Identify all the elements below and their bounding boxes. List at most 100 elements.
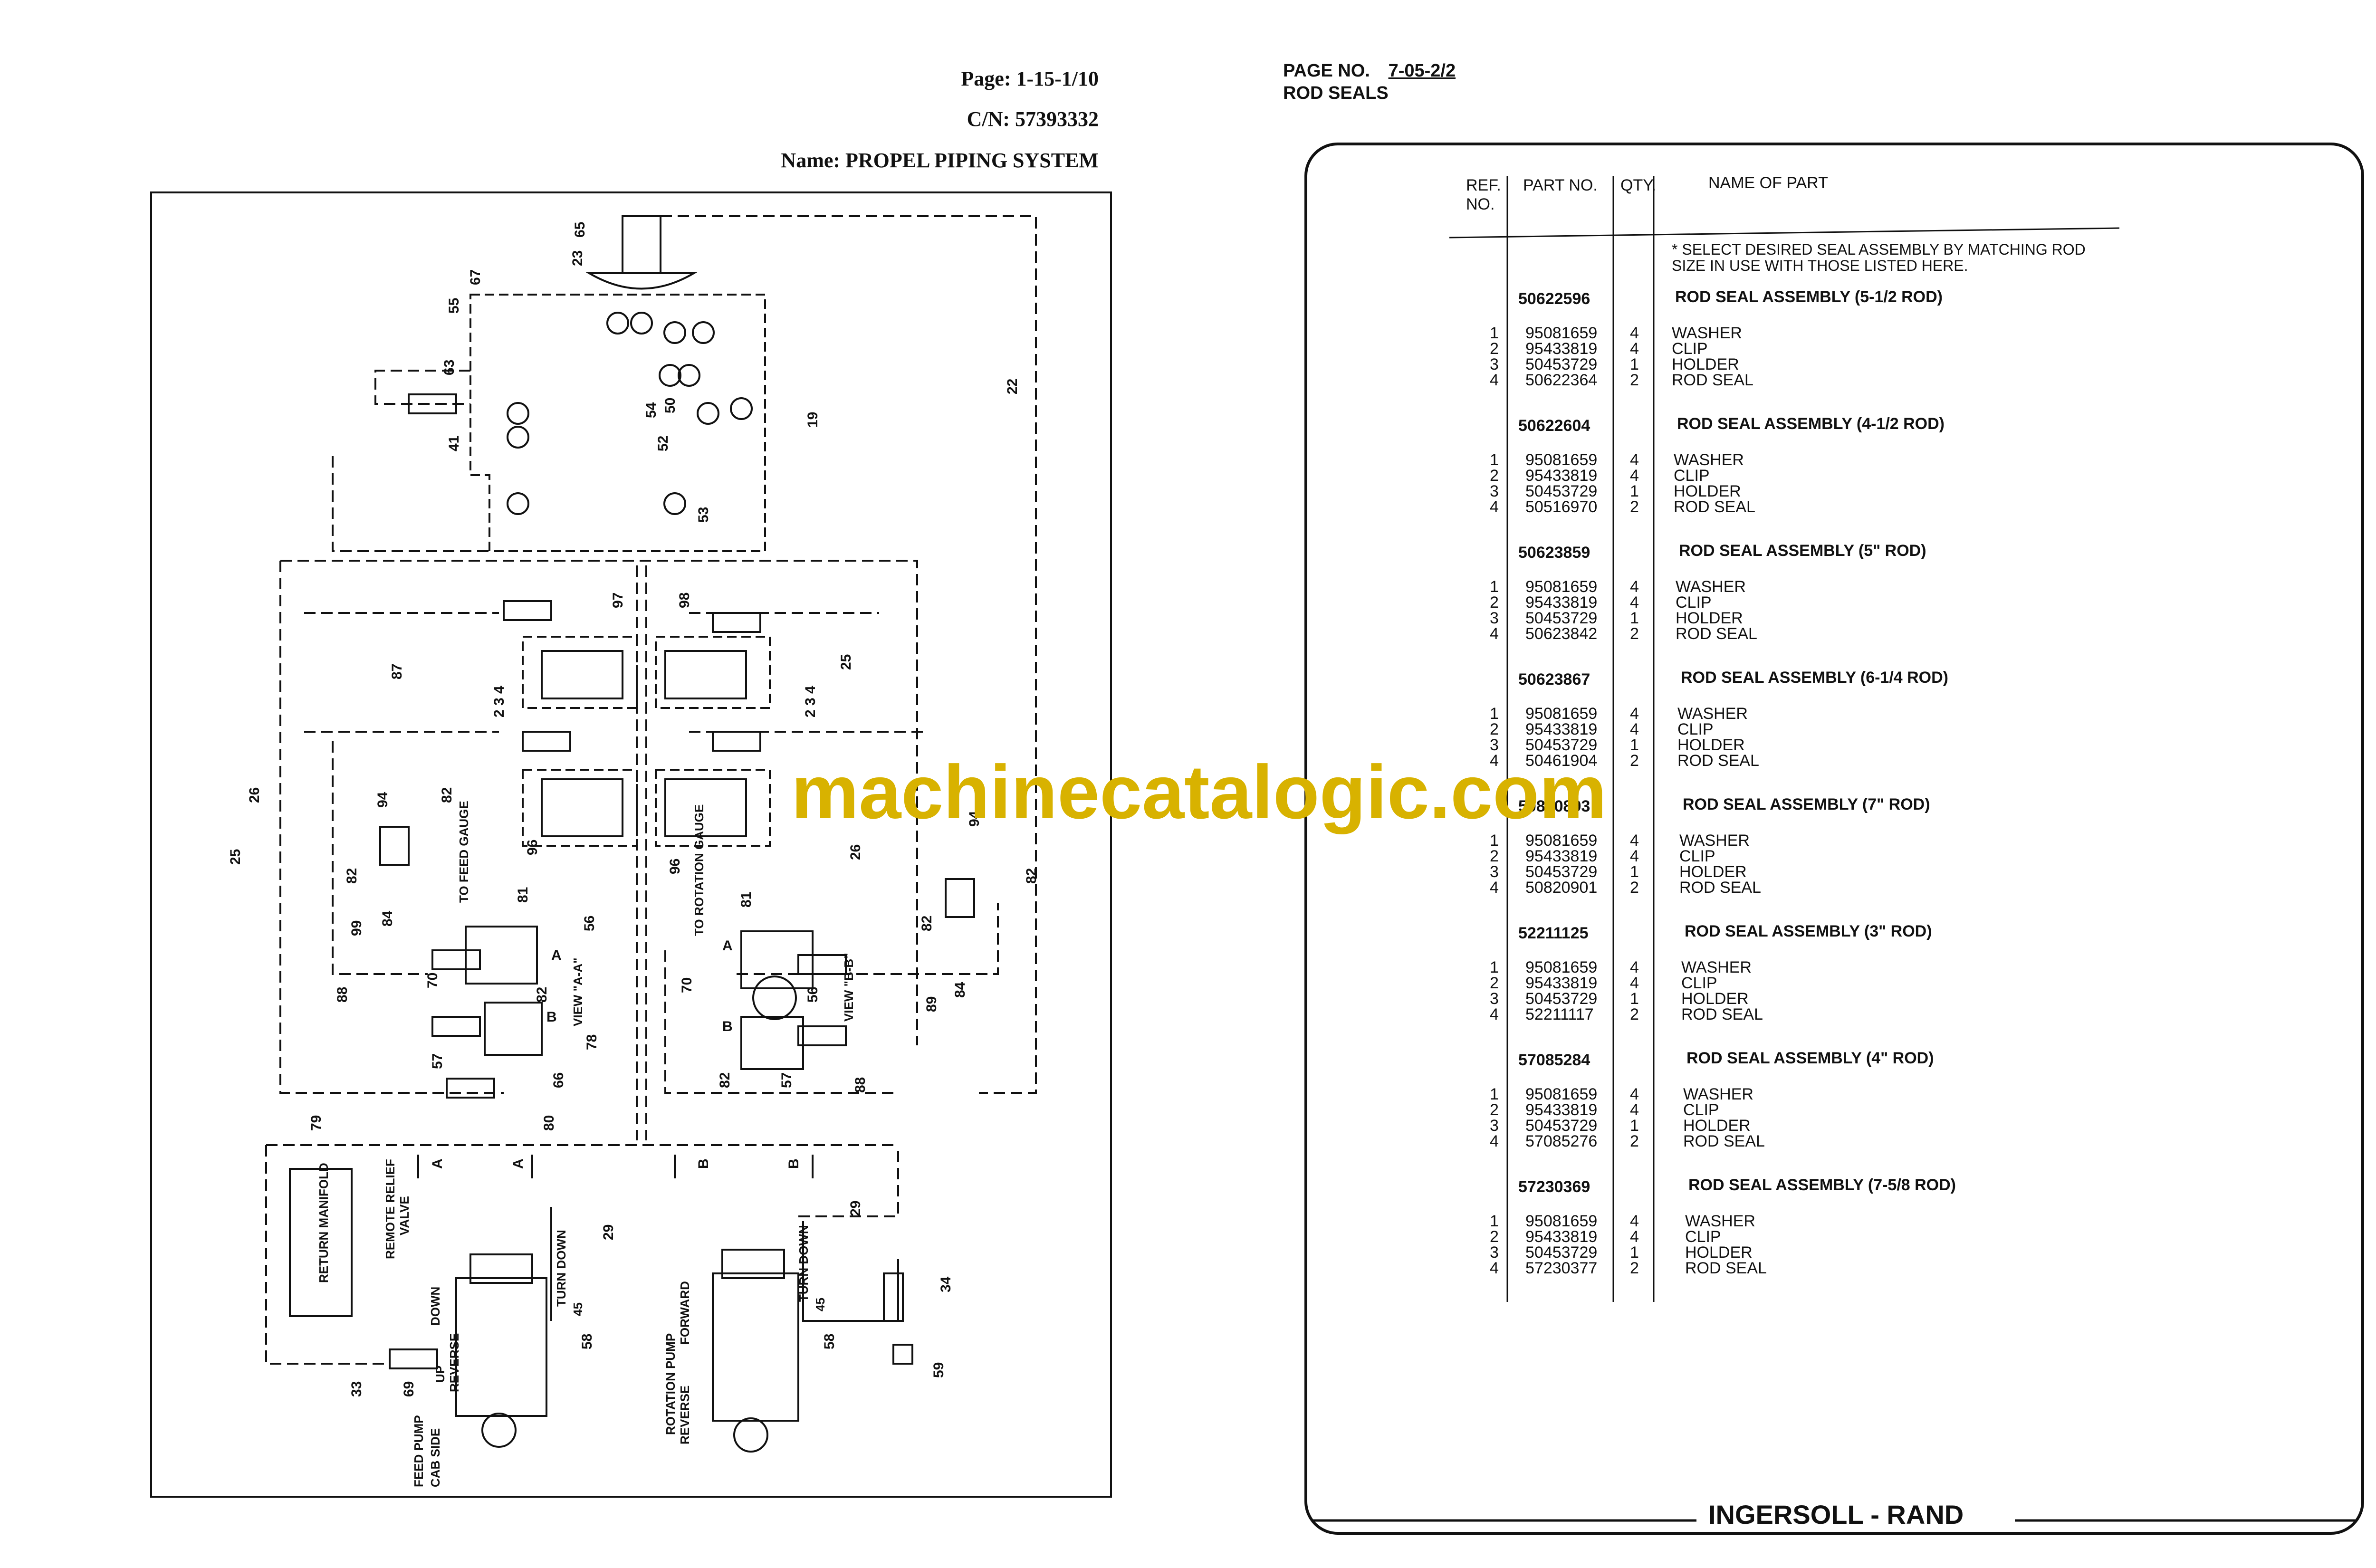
callout-29-left: 29: [601, 1224, 616, 1240]
callout-88-left: 88: [335, 987, 350, 1003]
ref-no-cell: 3: [1490, 355, 1499, 373]
callout-69: 69: [401, 1381, 417, 1397]
ref-no-cell: 3: [1490, 736, 1499, 754]
part-name-cell: ROD SEAL: [1677, 752, 1759, 770]
ref-no-cell: 4: [1490, 1005, 1499, 1023]
label-B-manifold: B: [546, 1009, 557, 1025]
part-no-cell: 95081659: [1525, 578, 1598, 596]
part-no-cell: 95081659: [1525, 1212, 1598, 1230]
assembly-part-number: 50623859: [1518, 544, 1590, 562]
qty-cell: 4: [1630, 847, 1639, 865]
assembly-name: ROD SEAL ASSEMBLY (6-1/4 ROD): [1681, 669, 1949, 687]
section-B-left: B: [696, 1158, 711, 1169]
qty-cell: 4: [1630, 467, 1639, 485]
callout-26-left: 26: [247, 787, 262, 803]
callout-82-right-b: 82: [919, 916, 935, 931]
qty-cell: 4: [1630, 974, 1639, 992]
ref-no-cell: 4: [1490, 1132, 1499, 1150]
ref-no-cell: 2: [1490, 467, 1499, 485]
part-no-cell: 50453729: [1525, 863, 1598, 881]
callout-82-left-b: 82: [344, 868, 360, 884]
assembly-part-number: 50622596: [1518, 290, 1590, 308]
part-name-cell: CLIP: [1672, 340, 1708, 358]
ref-no-cell: 4: [1490, 752, 1499, 770]
turn-down-45-right: 45: [813, 1298, 827, 1311]
ref-no-cell: 3: [1490, 609, 1499, 627]
callout-87: 87: [389, 664, 405, 679]
section-B-right: B: [786, 1158, 802, 1169]
assembly-name: ROD SEAL ASSEMBLY (7" ROD): [1683, 795, 1930, 813]
qty-cell: 4: [1630, 340, 1639, 358]
callout-79: 79: [308, 1115, 324, 1131]
part-no-cell: 95433819: [1525, 340, 1598, 358]
label-B-manifold-right: B: [722, 1019, 733, 1034]
part-name-cell: CLIP: [1685, 1228, 1721, 1246]
ref-no-cell: 3: [1490, 482, 1499, 500]
part-no-cell: 95081659: [1525, 451, 1598, 469]
to-rotation-gauge-label: TO ROTATION GAUGE: [692, 804, 706, 936]
part-name-cell: HOLDER: [1674, 482, 1741, 500]
callout-29-right: 29: [848, 1201, 863, 1216]
part-name-cell: WASHER: [1685, 1212, 1755, 1230]
callout-25-left: 25: [228, 849, 243, 865]
part-name-cell: ROD SEAL: [1674, 498, 1755, 516]
callout-54: 54: [643, 402, 659, 418]
part-name-cell: CLIP: [1677, 720, 1714, 738]
callout-22: 22: [1005, 379, 1020, 394]
callout-52: 52: [655, 436, 671, 451]
ref-no-cell: 1: [1490, 958, 1499, 976]
assembly-part-number: 52211125: [1518, 924, 1589, 942]
qty-cell: 4: [1630, 1101, 1639, 1119]
ref-no-cell: 1: [1490, 451, 1499, 469]
callout-78: 78: [584, 1034, 600, 1050]
assembly-name: ROD SEAL ASSEMBLY (4" ROD): [1686, 1049, 1934, 1067]
part-no-cell: 95081659: [1525, 832, 1598, 850]
up-label: UP: [433, 1366, 447, 1383]
part-no-cell: 50622364: [1525, 371, 1598, 389]
part-name-cell: WASHER: [1681, 958, 1752, 976]
part-no-cell: 50623842: [1525, 625, 1598, 643]
qty-cell: 2: [1630, 371, 1639, 389]
callout-59: 59: [931, 1362, 947, 1378]
callout-70-right: 70: [679, 977, 695, 993]
part-name-cell: WASHER: [1676, 578, 1746, 596]
page-no-value: 7-05-2/2: [1388, 61, 1456, 81]
callout-88-right: 88: [853, 1077, 868, 1093]
reverse-label-right: REVERSE: [678, 1386, 692, 1444]
callout-84-right: 84: [952, 982, 968, 998]
ref-no-cell: 1: [1490, 705, 1499, 723]
parts-list-panel: [1304, 143, 2364, 1535]
part-no-cell: 57230377: [1525, 1259, 1598, 1277]
callout-53: 53: [696, 507, 711, 523]
part-no-cell: 50453729: [1525, 736, 1598, 754]
callout-82-right: 82: [1024, 868, 1039, 884]
callout-82-right-c: 82: [717, 1072, 733, 1088]
callout-8: 8: [948, 785, 963, 794]
part-no-cell: 50453729: [1525, 1117, 1598, 1135]
ref-no-cell: 4: [1490, 498, 1499, 516]
part-name-cell: HOLDER: [1676, 609, 1743, 627]
callout-82-mid: 82: [534, 987, 550, 1003]
part-no-cell: 95433819: [1525, 847, 1598, 865]
qty-cell: 2: [1630, 498, 1639, 516]
qty-cell: 1: [1630, 609, 1639, 627]
qty-cell: 4: [1630, 705, 1639, 723]
ref-no-cell: 1: [1490, 1212, 1499, 1230]
callout-89-right: 89: [924, 996, 939, 1012]
callout-26-right: 26: [848, 844, 863, 860]
qty-cell: 2: [1630, 1259, 1639, 1277]
assembly-name: ROD SEAL ASSEMBLY (5-1/2 ROD): [1675, 288, 1943, 306]
part-name-cell: HOLDER: [1683, 1117, 1751, 1135]
return-manifold-label: RETURN MANIFOLD: [316, 1163, 331, 1283]
part-name-cell: ROD SEAL: [1679, 879, 1761, 897]
section-A-left: A: [430, 1158, 445, 1169]
qty-cell: 4: [1630, 720, 1639, 738]
callout-23: 23: [570, 250, 585, 266]
callout-56-right: 56: [805, 987, 821, 1003]
callout-94-right: 94: [967, 811, 982, 827]
ref-no-cell: 4: [1490, 371, 1499, 389]
assembly-part-number: 50622604: [1518, 417, 1590, 435]
part-name-cell: WASHER: [1677, 705, 1748, 723]
callout-50: 50: [662, 398, 678, 413]
